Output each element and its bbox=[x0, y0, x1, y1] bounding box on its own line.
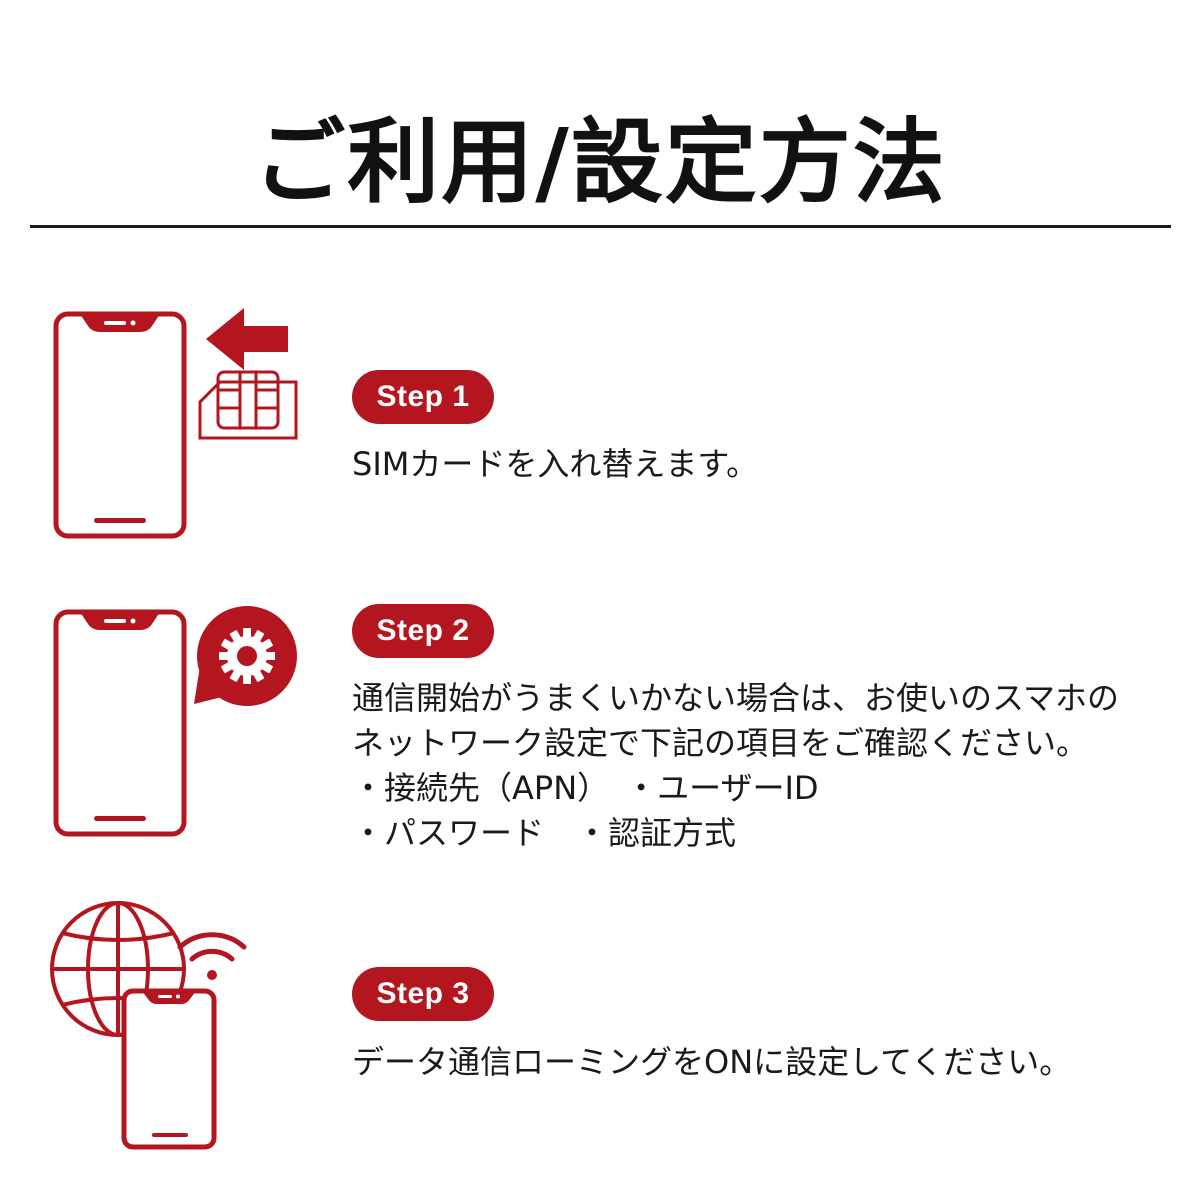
phone-settings-gear-icon bbox=[53, 606, 297, 837]
sim-card-icon bbox=[198, 370, 298, 440]
page-title: ご利用/設定方法 bbox=[253, 109, 947, 216]
step-2-line: ・パスワード ・認証方式 bbox=[352, 814, 737, 852]
title-divider bbox=[30, 225, 1171, 228]
step-3-line: データ通信ローミングをONに設定してください。 bbox=[352, 1043, 1072, 1081]
wifi-icon bbox=[177, 932, 247, 980]
globe-phone-wifi-icon bbox=[50, 901, 247, 1150]
smartphone-icon bbox=[121, 988, 217, 1150]
arrow-left-icon bbox=[206, 308, 288, 370]
step-2-line: 通信開始がうまくいかない場合は、お使いのスマホの bbox=[352, 679, 1120, 717]
step-2-line: ネットワーク設定で下記の項目をご確認ください。 bbox=[352, 724, 1089, 762]
step-3-text: データ通信ローミングをONに設定してください。 bbox=[352, 1040, 1071, 1085]
step-2-badge: Step 2 bbox=[352, 604, 494, 658]
smartphone-icon bbox=[53, 311, 187, 539]
step-1-line: SIMカードを入れ替えます。 bbox=[352, 445, 759, 483]
smartphone-icon bbox=[53, 609, 187, 837]
gear-icon bbox=[219, 628, 275, 684]
step-1-text: SIMカードを入れ替えます。 bbox=[352, 442, 758, 487]
phone-sim-card-icon bbox=[53, 308, 298, 539]
step-3-badge: Step 3 bbox=[352, 967, 494, 1021]
step-2-line: ・接続先（APN） ・ユーザーID bbox=[352, 769, 819, 807]
step-2-text: 通信開始がうまくいかない場合は、お使いのスマホの ネットワーク設定で下記の項目を… bbox=[352, 676, 1119, 856]
step-1-badge: Step 1 bbox=[352, 370, 494, 424]
